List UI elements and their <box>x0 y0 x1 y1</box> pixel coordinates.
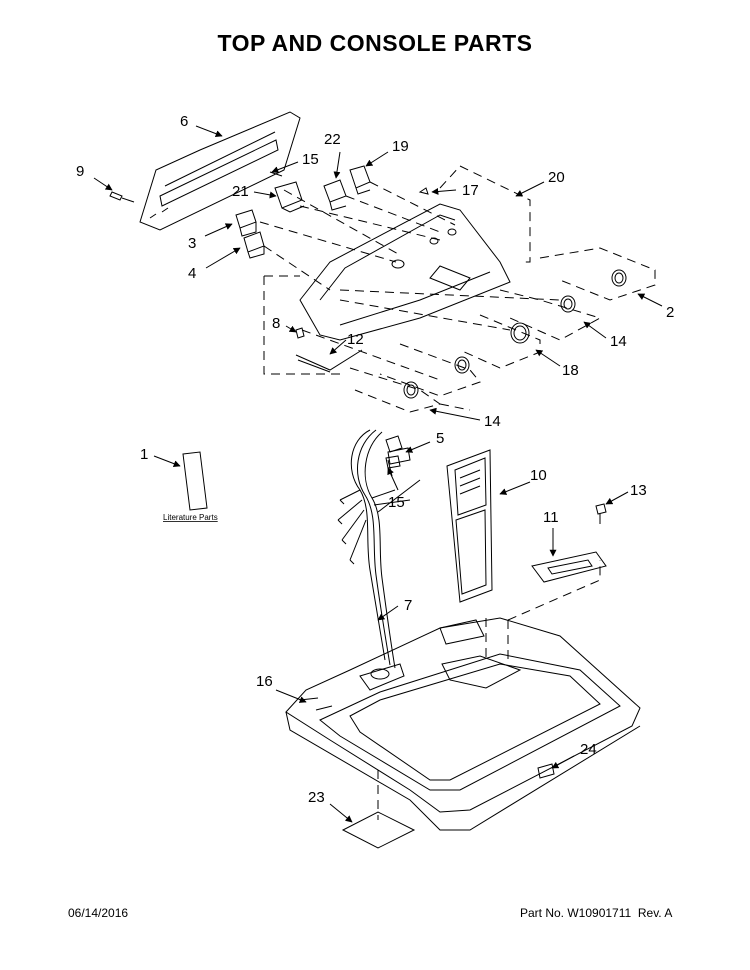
part-number: W10901711 <box>567 906 632 920</box>
callout-9: 9 <box>76 163 84 180</box>
access-cover <box>531 551 607 583</box>
callout-8: 8 <box>272 315 280 332</box>
callout-15a: 15 <box>302 151 319 168</box>
rev-value: A <box>664 906 673 920</box>
callout-labels: 1 2 3 4 5 6 7 8 9 10 11 12 13 14 14 15 1… <box>76 113 674 806</box>
callout-1: 1 <box>140 446 148 463</box>
callout-18: 18 <box>562 362 579 379</box>
part-label: Part No. <box>520 906 565 920</box>
callout-10: 10 <box>530 467 547 484</box>
callout-12: 12 <box>347 331 364 348</box>
callout-24: 24 <box>580 741 597 758</box>
callout-arrows <box>93 125 663 823</box>
callout-19: 19 <box>392 138 409 155</box>
wire-harness <box>337 429 421 669</box>
callout-17: 17 <box>462 182 479 199</box>
callout-11: 11 <box>543 509 559 526</box>
callout-5: 5 <box>436 430 444 447</box>
callout-23: 23 <box>308 789 325 806</box>
lid-hinge-bracket <box>446 449 493 603</box>
page-title: TOP AND CONSOLE PARTS <box>217 30 533 56</box>
footer-part-info: Part No. W10901711 Rev. A <box>520 906 672 920</box>
assembly-lines <box>259 165 656 820</box>
screw-13 <box>595 503 607 524</box>
callout-22: 22 <box>324 131 341 148</box>
callout-2: 2 <box>666 304 674 321</box>
callout-4: 4 <box>188 265 196 282</box>
clip-24 <box>537 763 555 779</box>
callout-13: 13 <box>630 482 647 499</box>
screw-9 <box>109 191 135 203</box>
console-housing <box>299 203 511 341</box>
callout-15b: 15 <box>388 494 405 511</box>
knob-rings <box>403 269 627 399</box>
callout-6: 6 <box>180 113 188 130</box>
callout-14b: 14 <box>484 413 501 430</box>
callout-3: 3 <box>188 235 196 252</box>
footer-date: 06/14/2016 <box>68 906 129 920</box>
callout-20: 20 <box>548 169 565 186</box>
foam-pad <box>341 811 416 849</box>
callout-7: 7 <box>404 597 412 614</box>
literature-label: Literature Parts <box>163 513 218 522</box>
washer-top-cover <box>285 617 641 831</box>
callout-14a: 14 <box>610 333 627 350</box>
literature-booklet <box>182 451 208 511</box>
callout-16: 16 <box>256 673 273 690</box>
switches <box>235 165 429 259</box>
callout-21: 21 <box>232 183 249 200</box>
rev-label: Rev. <box>637 906 662 920</box>
bracket-and-rod <box>295 327 363 373</box>
console-rear-panel <box>139 111 301 231</box>
